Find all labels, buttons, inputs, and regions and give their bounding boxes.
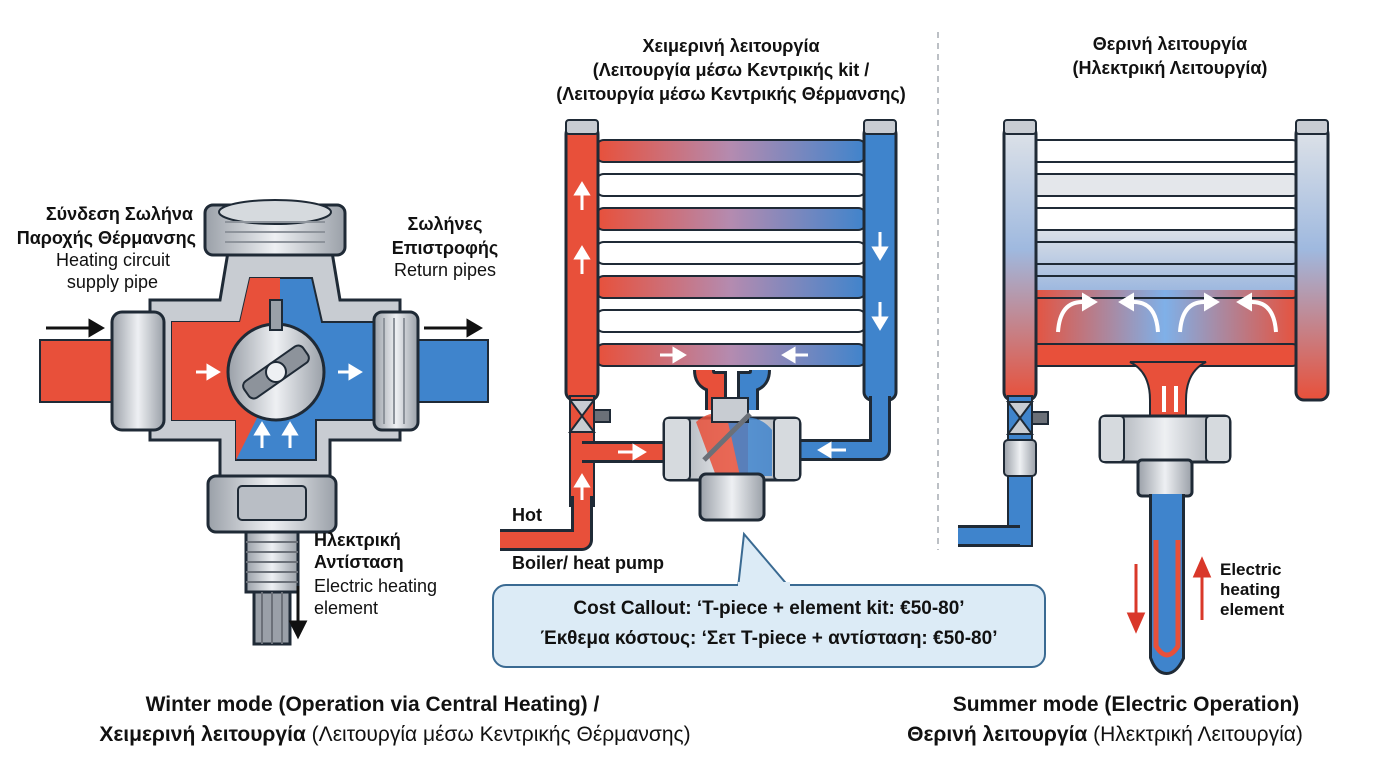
element-label-en-2: element	[314, 598, 379, 618]
supply-label-gr-1: Σύνδεση Σωλήνα	[45, 204, 193, 224]
heating-element-icon	[1149, 494, 1185, 675]
hot-label: Hot	[512, 505, 542, 525]
shutoff-valve-icon	[568, 399, 611, 433]
cost-callout: Cost Callout: ‘T-piece + element kit: €5…	[492, 584, 1046, 668]
convection-arrow-icon	[1056, 292, 1278, 412]
supply-label-gr-2: Παροχής Θέρμανσης	[16, 228, 196, 248]
winter-caption-gr-bold: Χειμερινή λειτουργία	[99, 723, 306, 746]
three-way-valve-icon	[39, 199, 489, 646]
supply-label-en-1: Heating circuit	[55, 250, 170, 270]
winter-caption-gr: Χειμερινή λειτουργία (Λειτουργία μέσω Κε…	[0, 722, 790, 747]
t-piece-icon	[1098, 414, 1232, 498]
winter-title-1: Χειμερινή λειτουργία	[642, 36, 820, 56]
radiator-icon	[958, 119, 1330, 547]
shutoff-valve-icon	[1006, 401, 1049, 435]
callout-pointer-joint	[738, 582, 790, 588]
winter-title-2: (Λειτουργία μέσω Κεντρικής kit /	[592, 60, 870, 80]
flow-arrow-icon	[1126, 556, 1212, 634]
callout-line-2: Έκθεμα κόστους: ‘Σετ T-piece + αντίσταση…	[540, 628, 998, 649]
element-label-gr-1: Ηλεκτρική	[314, 530, 401, 550]
winter-caption-en: Winter mode (Operation via Central Heati…	[145, 693, 600, 716]
summer-element-label-1: Electric	[1220, 560, 1282, 579]
boiler-label: Boiler/ heat pump	[512, 553, 665, 573]
winter-title-3: (Λειτουργία μέσω Κεντρικής Θέρμανσης)	[556, 84, 906, 104]
flow-arrow-icon	[573, 181, 889, 549]
supply-label-en-2: supply pipe	[66, 272, 158, 292]
callout-line-1: Cost Callout: ‘T-piece + element kit: €5…	[573, 598, 965, 619]
flow-arrow-icon	[46, 318, 483, 640]
callout-pointer	[736, 531, 793, 589]
summer-caption-gr-rest: (Ηλεκτρική Λειτουργία)	[1087, 723, 1303, 746]
return-label-en: Return pipes	[393, 260, 497, 280]
t-piece-icon	[662, 397, 802, 522]
summer-caption-en: Summer mode (Electric Operation)	[952, 693, 1300, 716]
summer-element-label-2: heating	[1220, 580, 1281, 599]
summer-title-2: (Ηλεκτρική Λειτουργία)	[1072, 58, 1268, 78]
summer-element-label-3: element	[1220, 600, 1285, 619]
element-label-gr-2: Αντίσταση	[314, 552, 404, 572]
element-label-en-1: Electric heating	[314, 576, 438, 596]
return-label-gr-1: Σωλήνες	[407, 214, 483, 234]
flow-arrow-icon	[196, 363, 363, 448]
winter-caption-gr-rest: (Λειτουργία μέσω Κεντρικής Θέρμανσης)	[305, 723, 691, 746]
summer-caption-gr: Θερινή λειτουργία (Ηλεκτρική Λειτουργία)	[860, 722, 1350, 747]
return-label-gr-2: Επιστροφής	[391, 238, 499, 258]
summer-title-1: Θερινή λειτουργία	[1092, 34, 1248, 54]
summer-caption-gr-bold: Θερινή λειτουργία	[907, 723, 1088, 746]
